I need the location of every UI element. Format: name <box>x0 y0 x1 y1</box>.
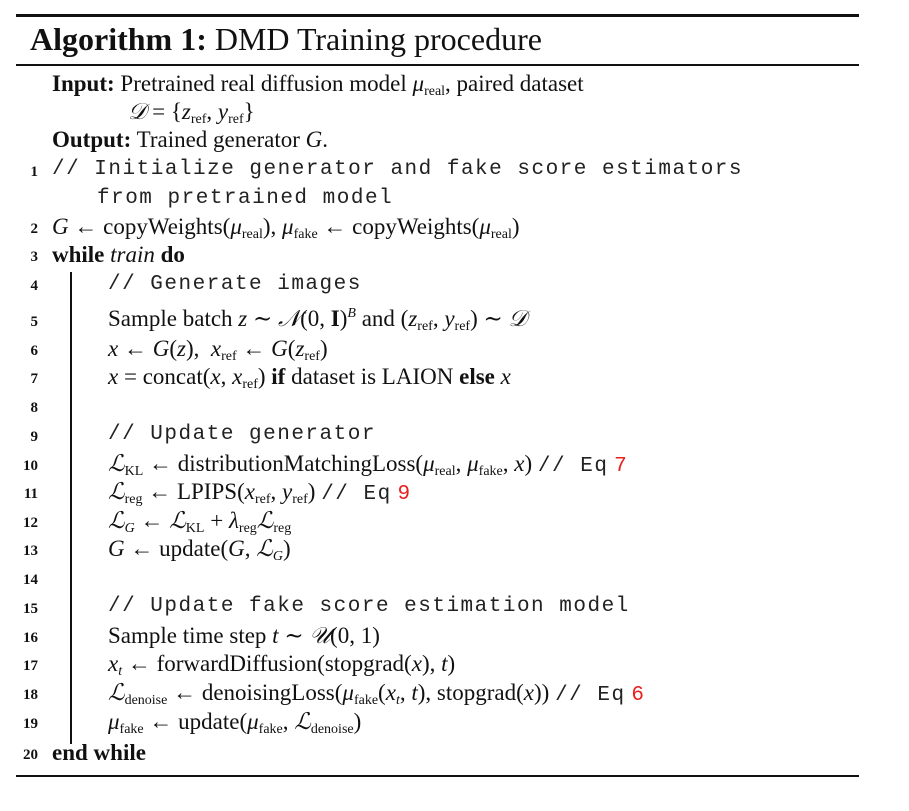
code-line-5: Sample batch z ∼ 𝒩(0, I)B and (zref, yre… <box>108 306 527 334</box>
line-number: 3 <box>30 249 39 265</box>
top-rule <box>16 14 859 17</box>
input-text-2: , paired dataset <box>445 71 584 96</box>
input-dataset: 𝒟 = {zref, yref} <box>128 99 255 127</box>
line-number: 19 <box>23 716 38 732</box>
algorithm-label: Algorithm 1: <box>30 21 207 57</box>
comment-line-4: // Generate images <box>108 273 362 296</box>
output-text: Trained generator <box>136 127 306 152</box>
line-number: 13 <box>23 543 38 559</box>
eq-ref-link[interactable]: 6 <box>631 684 646 707</box>
code-line-20: end while <box>52 740 146 765</box>
line-number: 14 <box>23 572 38 588</box>
line-number: 6 <box>30 343 39 359</box>
eq-ref-link[interactable]: 7 <box>614 455 629 478</box>
code-line-13: G ← update(G, ℒG) <box>108 536 291 564</box>
line-number: 12 <box>23 515 38 531</box>
input-text-1: Pretrained real diffusion model <box>120 71 413 96</box>
line-number: 2 <box>30 221 39 237</box>
line-number: 4 <box>30 278 39 294</box>
line-number: 8 <box>30 400 39 416</box>
line-number: 16 <box>23 630 38 646</box>
title-rule <box>16 64 859 66</box>
code-line-16: Sample time step t ∼ 𝒰(0, 1) <box>108 623 380 649</box>
line-number: 15 <box>23 601 38 617</box>
line-number: 9 <box>30 429 39 445</box>
comment-line-9: // Update generator <box>108 423 376 446</box>
line-number: 18 <box>23 687 38 703</box>
code-line-19: μfake ← update(μfake, ℒdenoise) <box>108 709 362 737</box>
line-number: 11 <box>23 486 38 502</box>
line-number: 10 <box>23 458 38 474</box>
output-line: Output: Trained generator G. <box>52 127 329 152</box>
code-line-17: xt ← forwardDiffusion(stopgrad(x), t) <box>108 651 456 679</box>
eq-ref-link[interactable]: 9 <box>397 483 412 506</box>
code-line-18: ℒdenoise ← denoisingLoss(μfake(xt, t), s… <box>108 680 646 708</box>
bottom-rule <box>16 775 859 777</box>
code-line-10: ℒKL ← distributionMatchingLoss(μreal, μf… <box>108 451 629 479</box>
algorithm-title: Algorithm 1: DMD Training procedure <box>30 21 542 58</box>
line-number: 17 <box>23 658 38 674</box>
output-label: Output: <box>52 127 132 152</box>
code-line-6: x ← G(z), xref ← G(zref) <box>108 336 328 364</box>
input-line: Input: Pretrained real diffusion model μ… <box>52 71 584 99</box>
algorithm-name: DMD Training procedure <box>214 21 542 57</box>
code-line-3: while train do <box>52 242 185 267</box>
code-line-11: ℒreg ← LPIPS(xref, yref) // Eq 9 <box>108 479 412 507</box>
code-line-12: ℒG ← ℒKL + λregℒreg <box>108 508 292 536</box>
comment-line-1a: // Initialize generator and fake score e… <box>52 158 744 181</box>
line-number: 7 <box>30 371 39 387</box>
comment-line-1b: from pretrained model <box>97 187 394 210</box>
code-line-2: G ← copyWeights(μreal), μfake ← copyWeig… <box>52 214 520 242</box>
line-number: 5 <box>30 314 39 330</box>
while-block-bar <box>70 272 72 744</box>
line-number: 20 <box>23 747 38 763</box>
comment-line-15: // Update fake score estimation model <box>108 595 630 618</box>
input-label: Input: <box>52 71 115 96</box>
code-line-7: x = concat(x, xref) if dataset is LAION … <box>108 364 511 392</box>
line-number: 1 <box>30 164 39 180</box>
